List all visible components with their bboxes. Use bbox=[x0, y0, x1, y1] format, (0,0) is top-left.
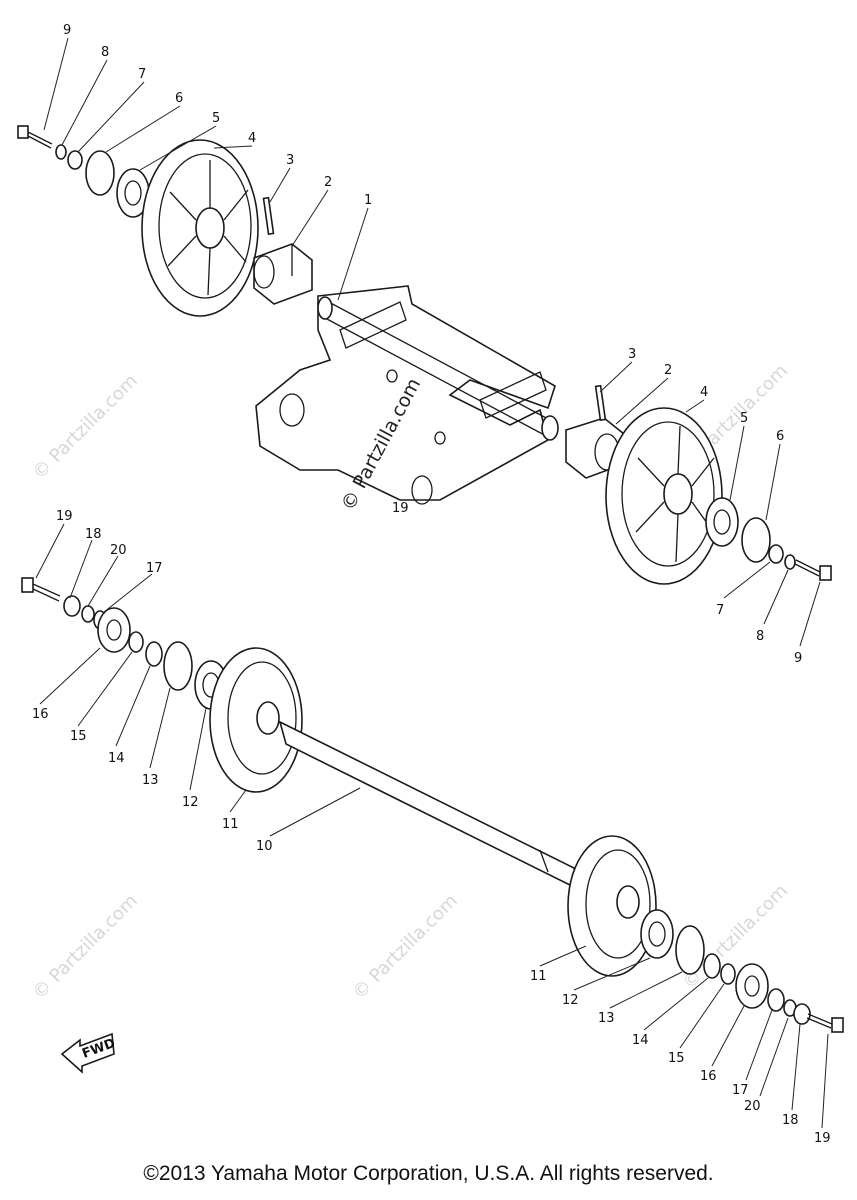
label-20-lower-left: 20 bbox=[110, 543, 127, 558]
label-1-frame: 1 bbox=[364, 193, 372, 208]
washer-18-right bbox=[793, 1003, 811, 1025]
label-15-lower-left: 15 bbox=[70, 729, 87, 744]
label-7-upper-right: 7 bbox=[716, 603, 724, 618]
pin-3-right bbox=[594, 384, 607, 422]
label-16-lower-right: 16 bbox=[700, 1069, 717, 1084]
label-17-lower-right: 17 bbox=[732, 1083, 749, 1098]
label-2-upper-right: 2 bbox=[664, 363, 672, 378]
bearing-5-right bbox=[705, 497, 739, 547]
label-3-upper-right: 3 bbox=[628, 347, 636, 362]
label-15-lower-right: 15 bbox=[668, 1051, 685, 1066]
copyright-notice: ©2013 Yamaha Motor Corporation, U.S.A. A… bbox=[143, 1162, 714, 1185]
washer-7-left bbox=[67, 150, 83, 170]
label-19-lower-left: 19 bbox=[56, 509, 73, 524]
label-2-upper-left: 2 bbox=[324, 175, 332, 190]
washer-14-left bbox=[145, 641, 163, 667]
bolt-9-left bbox=[17, 125, 53, 149]
label-18-lower-right: 18 bbox=[782, 1113, 799, 1128]
wheel-4-right bbox=[605, 407, 723, 585]
circlip-15-right bbox=[720, 963, 736, 985]
washer-18-left bbox=[63, 595, 81, 617]
label-10-axle: 10 bbox=[256, 839, 273, 854]
label-9-upper-right: 9 bbox=[794, 651, 802, 666]
label-4-upper-right: 4 bbox=[700, 385, 708, 400]
label-11-lower-left: 11 bbox=[222, 817, 239, 832]
washer-8-right bbox=[784, 554, 796, 570]
label-18-lower-left: 18 bbox=[85, 527, 102, 542]
label-13-lower-right: 13 bbox=[598, 1011, 615, 1026]
label-4-upper-left: 4 bbox=[248, 131, 256, 146]
seal-16-right bbox=[735, 963, 769, 1009]
wheel-11-right bbox=[567, 835, 657, 977]
leader-lines bbox=[35, 37, 829, 1129]
seal-16-left bbox=[97, 607, 131, 653]
label-19-frame: 19 bbox=[392, 501, 409, 516]
bolt-9-right bbox=[794, 559, 832, 581]
label-12-lower-left: 12 bbox=[182, 795, 199, 810]
label-8-upper-right: 8 bbox=[756, 629, 764, 644]
circlip-13-left bbox=[163, 641, 193, 691]
label-16-lower-left: 16 bbox=[32, 707, 49, 722]
label-3-upper-left: 3 bbox=[286, 153, 294, 168]
washer-8-left bbox=[55, 144, 67, 160]
wheel-4-left bbox=[141, 139, 259, 317]
label-9-upper-left: 9 bbox=[63, 23, 71, 38]
watermark-center-lower: © Partzilla.com bbox=[349, 890, 462, 1003]
collar-2-left bbox=[253, 243, 313, 305]
bolt-19-left bbox=[21, 577, 61, 602]
label-20-lower-right: 20 bbox=[744, 1099, 761, 1114]
label-8-upper-left: 8 bbox=[101, 45, 109, 60]
label-13-lower-left: 13 bbox=[142, 773, 159, 788]
exploded-parts-diagram: © Partzilla.com © Partzilla.com © Partzi… bbox=[17, 23, 844, 1146]
forward-arrow: FWD bbox=[60, 1032, 118, 1074]
pin-3-left bbox=[262, 196, 275, 236]
label-19-lower-right: 19 bbox=[814, 1131, 831, 1146]
circlip-15-left bbox=[128, 631, 144, 653]
bolt-19-right bbox=[806, 1013, 844, 1033]
label-17-lower-left: 17 bbox=[146, 561, 163, 576]
label-12-lower-right: 12 bbox=[562, 993, 579, 1008]
circlip-6-right bbox=[741, 517, 771, 563]
label-14-lower-left: 14 bbox=[108, 751, 125, 766]
bearing-12-right bbox=[640, 909, 674, 959]
collar-17-right bbox=[767, 988, 785, 1012]
washer-20-left bbox=[81, 605, 95, 623]
washer-7-right bbox=[768, 544, 784, 564]
label-6-upper-right: 6 bbox=[776, 429, 784, 444]
label-7-upper-left: 7 bbox=[138, 67, 146, 82]
wheel-11-left bbox=[209, 647, 303, 793]
circlip-13-right bbox=[675, 925, 705, 975]
label-6-upper-left: 6 bbox=[175, 91, 183, 106]
label-5-upper-left: 5 bbox=[212, 111, 220, 126]
label-5-upper-right: 5 bbox=[740, 411, 748, 426]
watermark-left-upper: © Partzilla.com bbox=[29, 370, 142, 483]
washer-14-right bbox=[703, 953, 721, 979]
part-labels: 9 8 7 6 5 4 3 2 1 3 2 4 5 6 7 8 9 19 19 … bbox=[32, 23, 831, 1146]
label-11-lower-right: 11 bbox=[530, 969, 547, 984]
label-14-lower-right: 14 bbox=[632, 1033, 649, 1048]
watermark-left-lower: © Partzilla.com bbox=[29, 890, 142, 1003]
circlip-6-left bbox=[85, 150, 115, 196]
frame-1 bbox=[255, 285, 559, 505]
